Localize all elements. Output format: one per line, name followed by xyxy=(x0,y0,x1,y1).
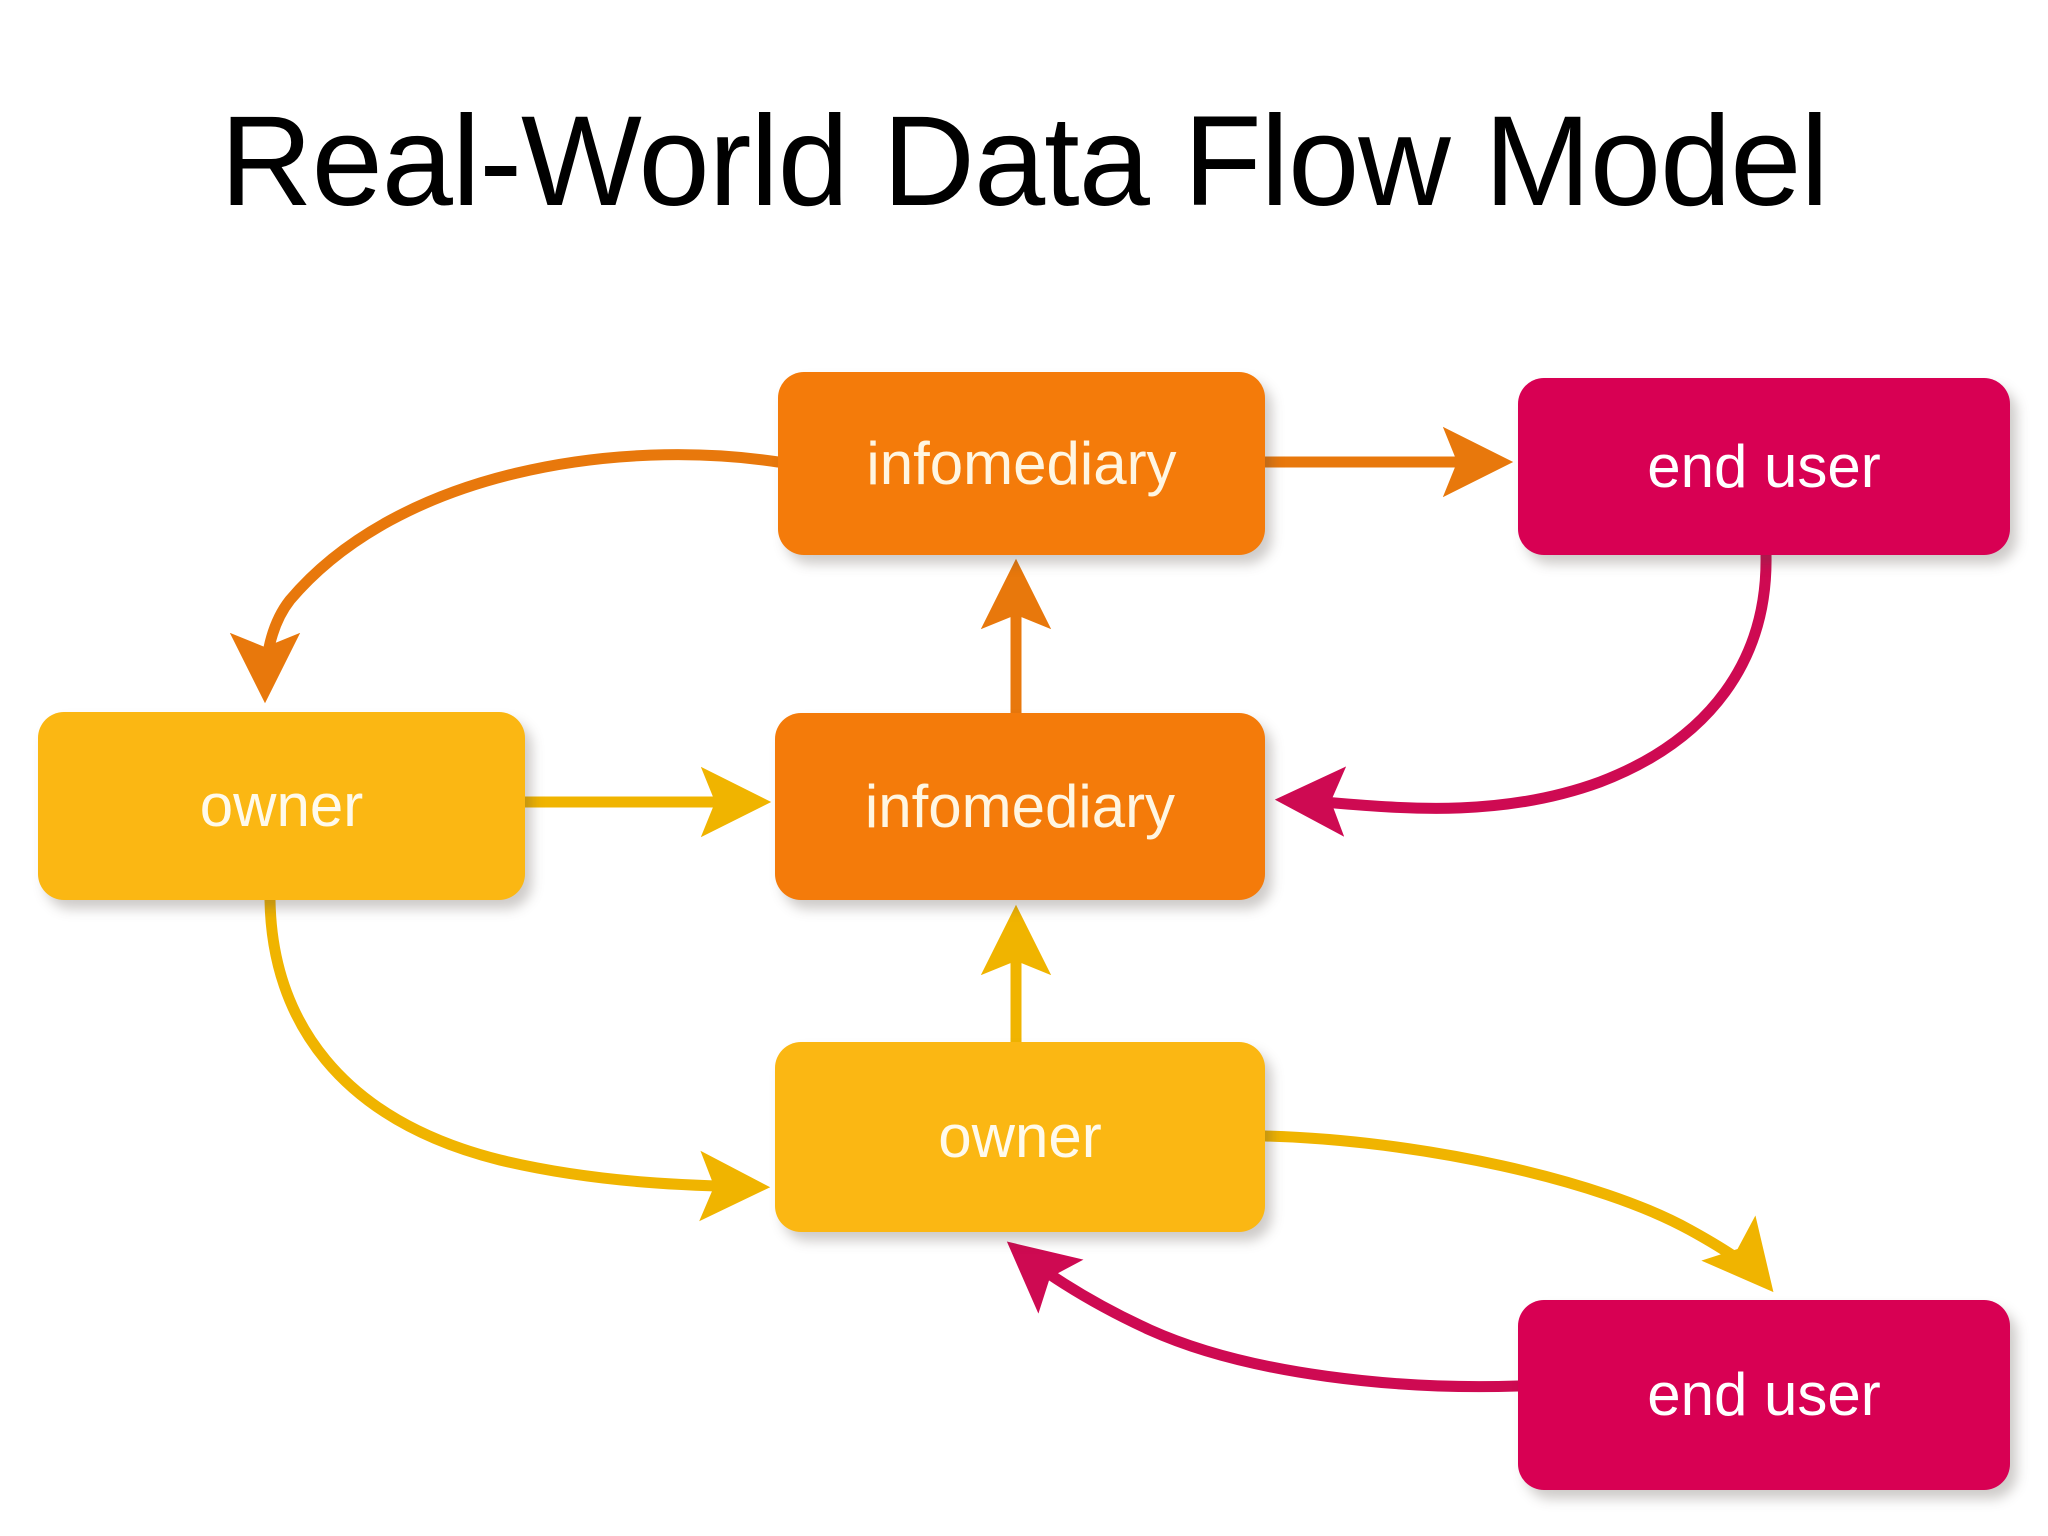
node-owner-left[interactable]: owner xyxy=(38,712,525,900)
node-end-user-top[interactable]: end user xyxy=(1518,378,2010,555)
node-label: end user xyxy=(1647,432,1881,500)
node-end-user-bottom[interactable]: end user xyxy=(1518,1300,2010,1490)
node-label: end user xyxy=(1647,1361,1881,1428)
edge-owner-left-to-owner-bottom xyxy=(264,894,771,1222)
edge-infomediary-top-to-owner-left xyxy=(229,449,784,704)
edge-end-user-top-to-infomediary-center xyxy=(1274,549,1772,837)
node-infomediary-center[interactable]: infomediary xyxy=(775,713,1265,900)
node-label: infomediary xyxy=(864,772,1176,840)
page-title: Real-World Data Flow Model xyxy=(220,90,1829,233)
node-label: owner xyxy=(938,1103,1102,1170)
edge-end-user-bottom-to-owner-bottom xyxy=(1006,1241,1524,1393)
node-label: owner xyxy=(199,772,364,839)
node-label: infomediary xyxy=(866,429,1177,497)
edge-owner-bottom-to-end-user-bottom xyxy=(1259,1130,1774,1293)
node-owner-bottom[interactable]: owner xyxy=(775,1042,1265,1232)
node-infomediary-top[interactable]: infomediary xyxy=(778,372,1265,555)
